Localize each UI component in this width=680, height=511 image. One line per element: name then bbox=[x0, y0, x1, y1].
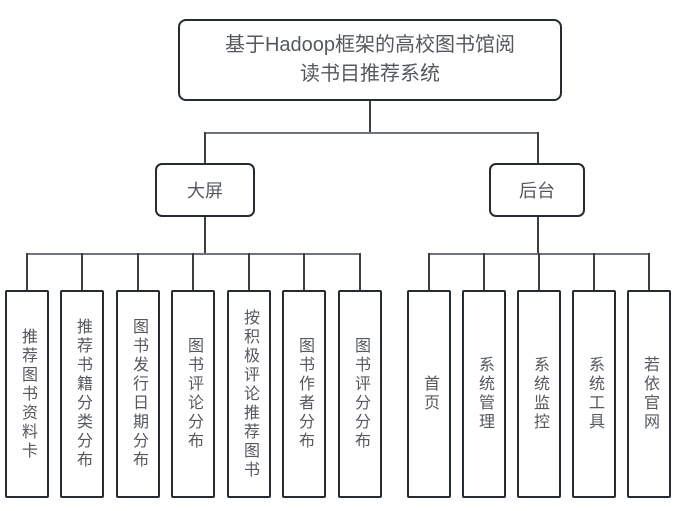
leaf-label: 图书评论分布 bbox=[185, 337, 202, 451]
connector-leaf-stub bbox=[648, 253, 650, 290]
tree-leaf-node: 推荐书籍分类分布 bbox=[60, 290, 104, 498]
connector-leaf-stub bbox=[137, 253, 139, 290]
leaf-label: 图书作者分布 bbox=[296, 337, 313, 451]
connector-level1-horizontal bbox=[204, 132, 539, 134]
tree-leaf-node: 图书作者分布 bbox=[282, 290, 326, 498]
connector-leaf-stub bbox=[303, 253, 305, 290]
leaf-label: 图书发行日期分布 bbox=[130, 318, 147, 470]
node-backend: 后台 bbox=[489, 163, 585, 217]
connector-leaf-stub bbox=[538, 253, 540, 290]
tree-leaf-node: 推荐图书资料卡 bbox=[5, 290, 49, 498]
leaf-label: 图书评分分布 bbox=[352, 337, 369, 451]
tree-leaf-node: 系统工具 bbox=[572, 290, 616, 498]
leaf-label: 系统监控 bbox=[531, 356, 548, 432]
connector-leaf-stub bbox=[483, 253, 485, 290]
root-title-line-1: 基于Hadoop框架的高校图书馆阅 bbox=[224, 34, 516, 56]
node-big-screen: 大屏 bbox=[155, 163, 255, 217]
big-screen-label: 大屏 bbox=[187, 181, 223, 201]
tree-leaf-node: 图书评论分布 bbox=[171, 290, 215, 498]
connector-leaf-stub bbox=[192, 253, 194, 290]
leaf-label: 推荐图书资料卡 bbox=[19, 327, 36, 461]
connector-to-backend bbox=[537, 132, 539, 163]
connector-leaf-stub bbox=[26, 253, 28, 290]
tree-leaf-node: 系统管理 bbox=[462, 290, 506, 498]
backend-label: 后台 bbox=[519, 181, 555, 201]
connector-big-screen-down bbox=[204, 217, 206, 254]
tree-leaf-node: 系统监控 bbox=[517, 290, 561, 498]
connector-leaf-stub bbox=[81, 253, 83, 290]
tree-leaf-node: 首页 bbox=[407, 290, 451, 498]
leaf-label: 若依官网 bbox=[641, 356, 658, 432]
connector-to-big-screen bbox=[204, 132, 206, 163]
leaf-label: 系统工具 bbox=[586, 356, 603, 432]
tree-leaf-node: 图书发行日期分布 bbox=[116, 290, 160, 498]
node-root-title: 基于Hadoop框架的高校图书馆阅 读书目推荐系统 bbox=[178, 19, 562, 101]
tree-leaf-node: 图书评分分布 bbox=[338, 290, 382, 498]
connector-leaf-stub bbox=[428, 253, 430, 290]
leaf-label: 推荐书籍分类分布 bbox=[74, 318, 91, 470]
connector-leaf-stub bbox=[248, 253, 250, 290]
leaf-label: 系统管理 bbox=[476, 356, 493, 432]
connector-leaf-stub bbox=[593, 253, 595, 290]
root-title-line-2: 读书目推荐系统 bbox=[300, 63, 440, 85]
connector-root-down bbox=[369, 101, 371, 133]
leaf-label: 按积极评论推荐图书 bbox=[241, 308, 258, 480]
tree-leaf-node: 按积极评论推荐图书 bbox=[227, 290, 271, 498]
connector-leaf-stub bbox=[359, 253, 361, 290]
connector-backend-down bbox=[537, 217, 539, 254]
leaf-label: 首页 bbox=[421, 375, 438, 413]
tree-leaf-node: 若依官网 bbox=[627, 290, 671, 498]
